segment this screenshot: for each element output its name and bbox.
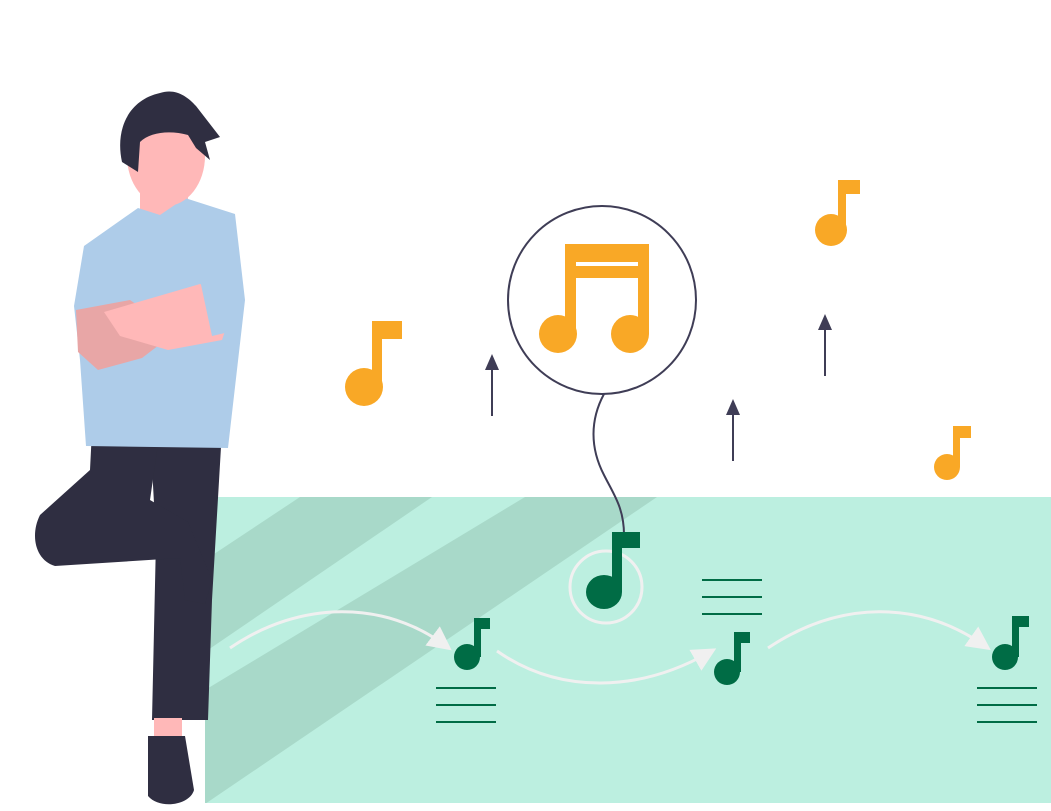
staff-lines-icon bbox=[436, 687, 496, 723]
music-note-icon bbox=[815, 180, 860, 246]
up-arrow-icon bbox=[726, 399, 740, 461]
up-arrow-icon bbox=[818, 314, 832, 376]
music-note-icon bbox=[568, 532, 644, 625]
staff-lines-icon bbox=[702, 579, 762, 615]
beamed-music-notes-icon bbox=[507, 205, 697, 536]
up-arrow-icon bbox=[485, 354, 499, 416]
person-figure bbox=[35, 91, 245, 805]
curved-arrow-icon bbox=[767, 610, 991, 651]
staff-lines-icon bbox=[977, 687, 1037, 723]
music-note-icon bbox=[454, 618, 490, 670]
music-note-icon bbox=[934, 426, 971, 480]
music-note-icon bbox=[345, 321, 402, 406]
music-note-icon bbox=[714, 632, 750, 685]
music-note-icon bbox=[992, 616, 1029, 670]
curved-arrow-icon bbox=[496, 648, 717, 685]
curved-arrow-icon bbox=[229, 610, 452, 651]
